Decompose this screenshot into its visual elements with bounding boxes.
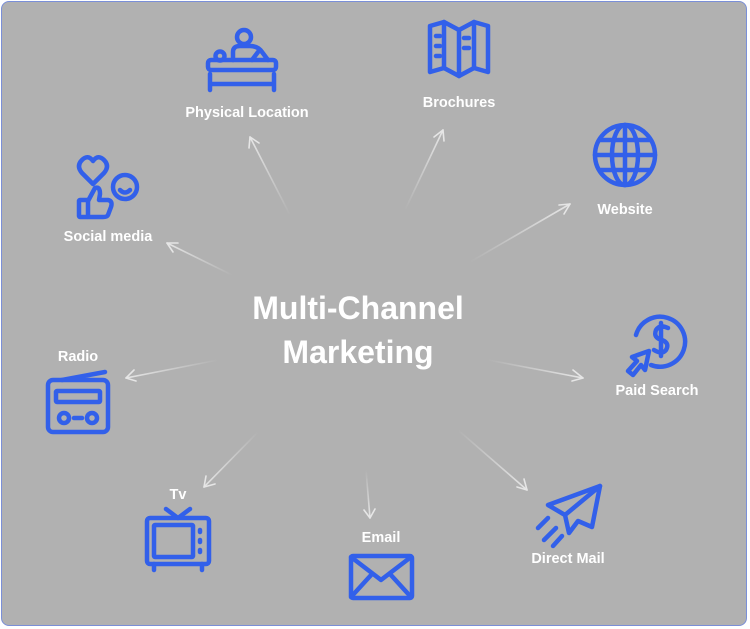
arrow-brochures — [404, 129, 445, 211]
television-icon — [144, 506, 212, 573]
tv-label: Tv — [169, 487, 187, 503]
arrow-direct-mail — [457, 429, 528, 491]
arrow-website — [469, 203, 571, 263]
paper-plane-icon — [535, 483, 603, 549]
brochure-icon — [427, 19, 491, 79]
globe-icon — [592, 122, 658, 188]
website-label: Website — [597, 202, 653, 218]
paid-click-icon — [625, 314, 688, 378]
social-media-label: Social media — [63, 229, 153, 245]
center-title-line1: Multi-Channel — [252, 290, 464, 326]
arrow-radio — [125, 359, 219, 382]
likes-reactions-icon — [76, 155, 140, 220]
center-title-line2: Marketing — [282, 334, 434, 370]
paid-search-label: Paid Search — [615, 383, 699, 399]
arrow-email — [363, 469, 376, 519]
radio-icon — [45, 369, 111, 435]
email-label: Email — [361, 530, 401, 546]
envelope-icon — [348, 553, 415, 601]
direct-mail-label: Direct Mail — [531, 551, 605, 567]
physical-location-label: Physical Location — [185, 105, 309, 121]
arrow-tv — [203, 431, 259, 488]
arrow-physical-location — [248, 136, 291, 216]
massage-therapy-icon — [205, 27, 279, 93]
radio-label: Radio — [57, 349, 99, 365]
brochures-label: Brochures — [422, 95, 496, 111]
center-title: Multi-Channel Marketing — [252, 286, 464, 374]
arrow-paid-search — [487, 359, 584, 382]
arrow-social-media — [166, 242, 233, 276]
